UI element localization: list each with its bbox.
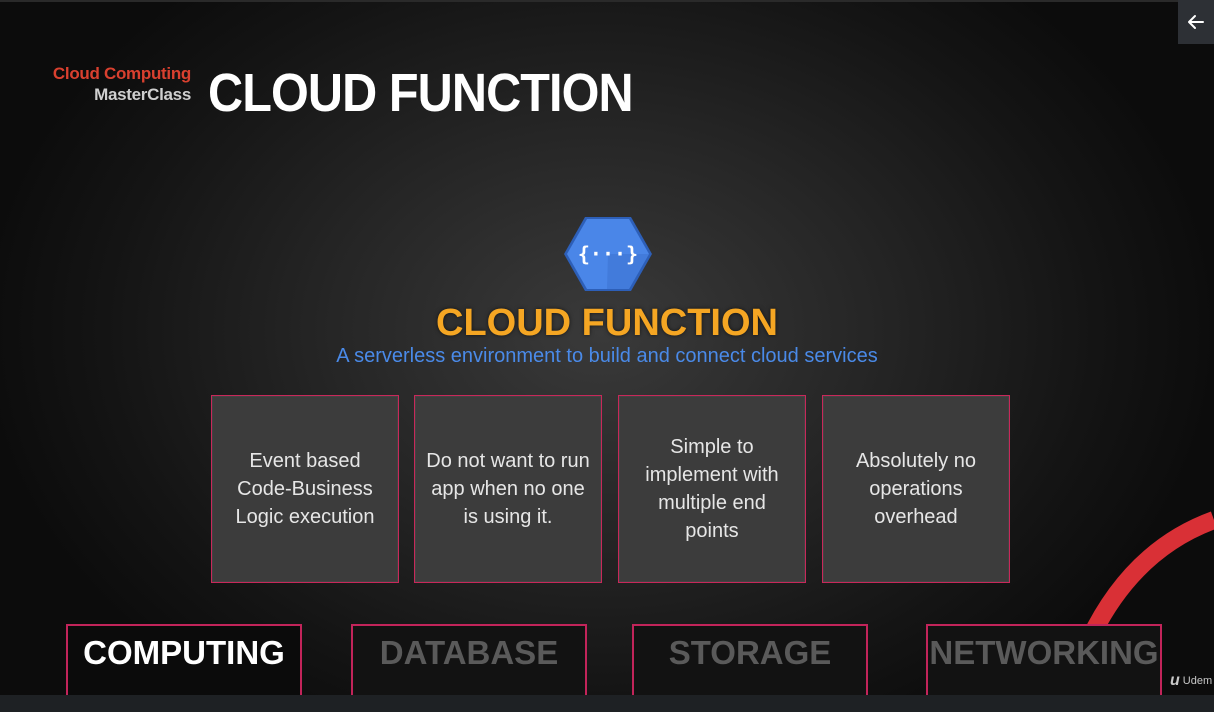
arrow-left-icon [1188,15,1204,29]
tab-label: STORAGE [668,634,832,671]
udemy-logo-icon: u [1170,672,1180,689]
tab-label: DATABASE [379,634,559,671]
brand-line-1: Cloud Computing [52,64,191,83]
brand-line-2: MasterClass [94,85,191,104]
tab-networking[interactable]: NETWORKING [926,624,1162,695]
feature-card-text: Do not want to run app when no one is us… [426,450,590,528]
section-title: CLOUD FUNCTION [436,302,778,344]
section-tagline: A serverless environment to build and co… [336,345,878,367]
cloud-functions-hex-icon: {···} [563,215,653,293]
feature-card-no-idle: Do not want to run app when no one is us… [414,395,602,583]
udemy-watermark: u Udem [1170,672,1212,690]
tab-computing[interactable]: COMPUTING [66,624,302,695]
feature-card-event-based: Event based Code-Business Logic executio… [211,395,399,583]
feature-card-text: Absolutely no operations overhead [855,450,977,528]
udemy-text: Udem [1182,675,1213,687]
feature-card-text: Event based Code-Business Logic executio… [235,450,375,528]
tab-label: NETWORKING [929,634,1159,671]
tab-database[interactable]: DATABASE [351,624,587,695]
player-bottom-bar [0,695,1214,712]
feature-card-simple: Simple to implement with multiple end po… [618,395,806,583]
feature-card-no-ops: Absolutely no operations overhead [822,395,1010,583]
back-button[interactable] [1178,0,1214,44]
tab-storage[interactable]: STORAGE [632,624,868,695]
page-title: CLOUD FUNCTION [208,63,634,123]
hex-glyph: {···} [578,242,638,266]
slide-stage: Cloud Computing MasterClass CLOUD FUNCTI… [0,0,1214,695]
brand-logo: Cloud Computing MasterClass [50,63,191,105]
feature-card-text: Simple to implement with multiple end po… [645,436,779,542]
tab-label: COMPUTING [83,634,285,671]
top-divider [0,0,1214,2]
